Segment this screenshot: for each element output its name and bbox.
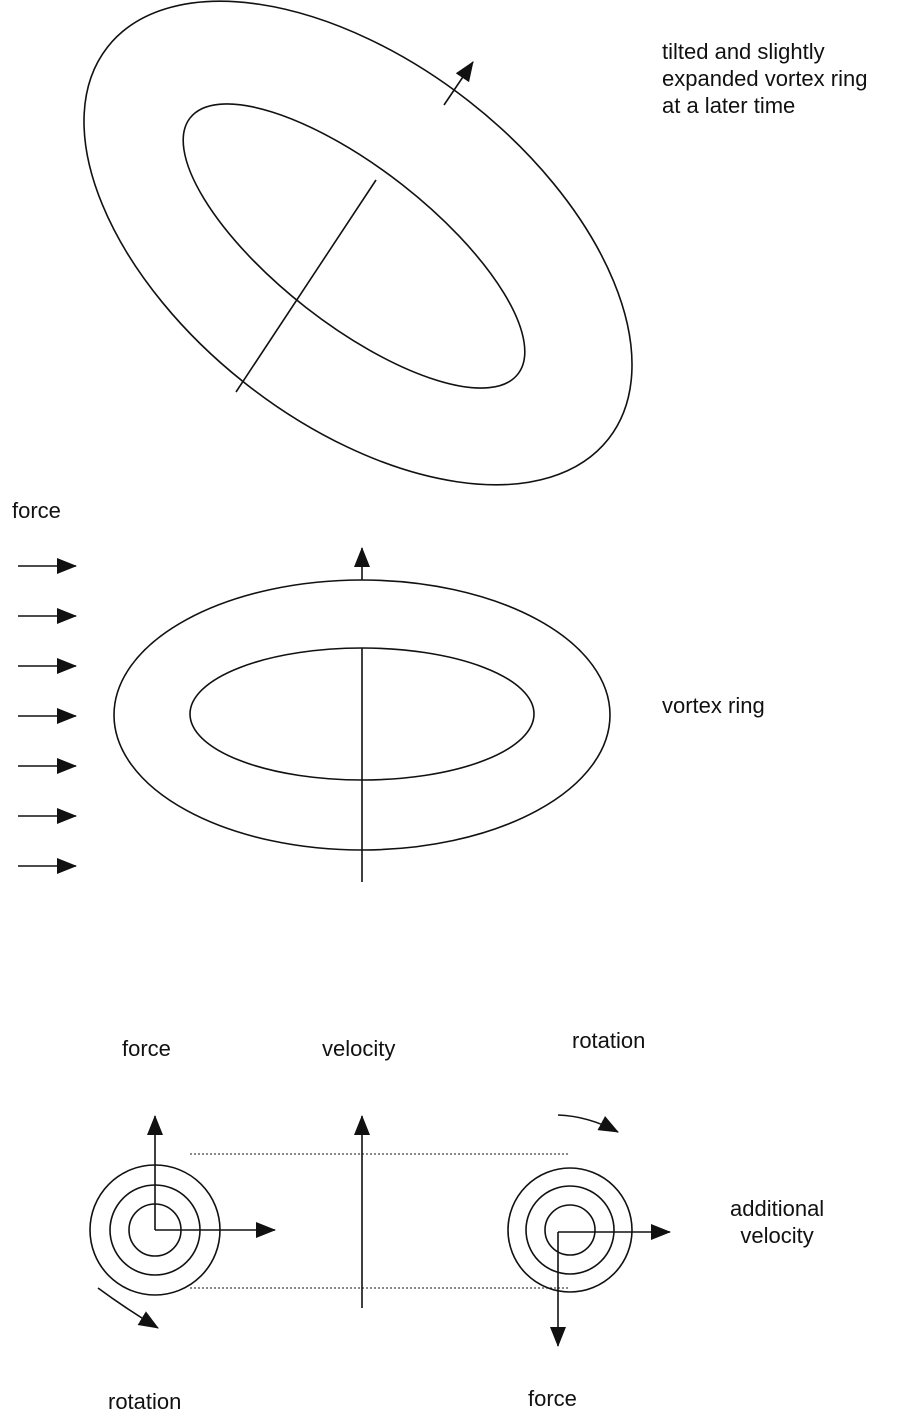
- right-core-circle-middle: [525, 1185, 615, 1275]
- vortex-ring-label: vortex ring: [662, 693, 765, 718]
- tilted-ring-motion-arrow: [443, 61, 474, 106]
- tilted-ring-caption-line: tilted and slightly: [662, 39, 825, 64]
- right-vortex-core: [507, 1114, 671, 1347]
- left-vortex-core: [89, 1115, 276, 1329]
- velocity-label: velocity: [322, 1036, 396, 1061]
- tilted-ring-caption-line: expanded vortex ring: [662, 66, 868, 91]
- force-label-top: force: [12, 498, 61, 523]
- force-label-bottom-left: force: [122, 1036, 171, 1061]
- tilted-vortex-ring: [83, 0, 633, 486]
- tilted-ring-inner-edge: [182, 103, 526, 389]
- right-core-circle-inner: [544, 1204, 596, 1256]
- ring-cross-section: [89, 1114, 671, 1347]
- rotation-label-top-right: rotation: [572, 1028, 646, 1053]
- left-rotation-arrow: [97, 1287, 159, 1329]
- right-rotation-arrow: [557, 1114, 619, 1133]
- tilted-ring-axis: [235, 179, 377, 393]
- tilted-ring-outer-edge: [83, 0, 633, 486]
- force-label-bottom-right: force: [528, 1386, 577, 1411]
- vortex-ring: [113, 547, 611, 882]
- force-arrows: [18, 558, 77, 874]
- rotation-label-bottom-left: rotation: [108, 1389, 182, 1414]
- right-core-circle-outer: [507, 1167, 633, 1293]
- tilted-ring-caption-line: at a later time: [662, 93, 796, 118]
- additional-velocity-label-line: velocity: [740, 1223, 814, 1248]
- additional-velocity-label: additional velocity: [730, 1195, 824, 1249]
- tilted-ring-caption: tilted and slightly expanded vortex ring…: [662, 38, 867, 119]
- additional-velocity-label-line: additional: [730, 1196, 825, 1221]
